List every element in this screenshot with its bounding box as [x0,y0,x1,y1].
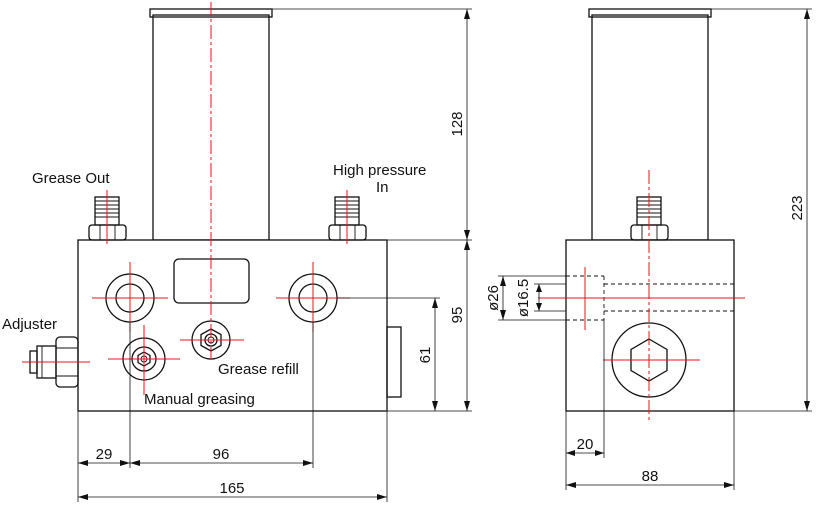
side-main-body [565,239,735,412]
dim-value-96: 96 [213,446,230,463]
front-side-block [386,326,402,398]
front-view [22,2,402,412]
dim-value-20: 20 [577,436,594,453]
dim-value-29: 29 [96,446,113,463]
dim-value-bore-inner: ø16.5 [515,279,532,317]
dimension-lines [77,8,812,502]
label-manual-greasing: Manual greasing [144,391,255,408]
dim-value-165: 165 [219,480,244,497]
label-grease-out: Grease Out [32,170,110,187]
dim-value-223: 223 [789,195,806,220]
side-cylinder-cap [588,8,712,18]
dim-value-88: 88 [642,468,659,485]
front-centerlines [22,2,350,395]
side-centerlines [538,170,745,420]
dim-value-95: 95 [449,307,466,324]
dimension-values: 128 95 61 223 ø26 ø16.5 29 96 165 20 88 [96,111,806,497]
side-view [538,8,745,420]
callout-labels: Grease Out High pressure In Adjuster Gre… [2,162,426,408]
side-cylinder-tube [591,14,709,241]
label-high-pressure-line1: High pressure [333,162,426,179]
dim-value-bore-outer: ø26 [485,285,502,311]
front-main-body [77,239,388,412]
side-hidden-bores [566,275,734,321]
dim-value-128: 128 [449,111,466,136]
label-adjuster: Adjuster [2,316,57,333]
label-grease-refill: Grease refill [218,361,299,378]
label-high-pressure-line2: In [376,179,389,196]
dim-value-61: 61 [417,347,434,364]
